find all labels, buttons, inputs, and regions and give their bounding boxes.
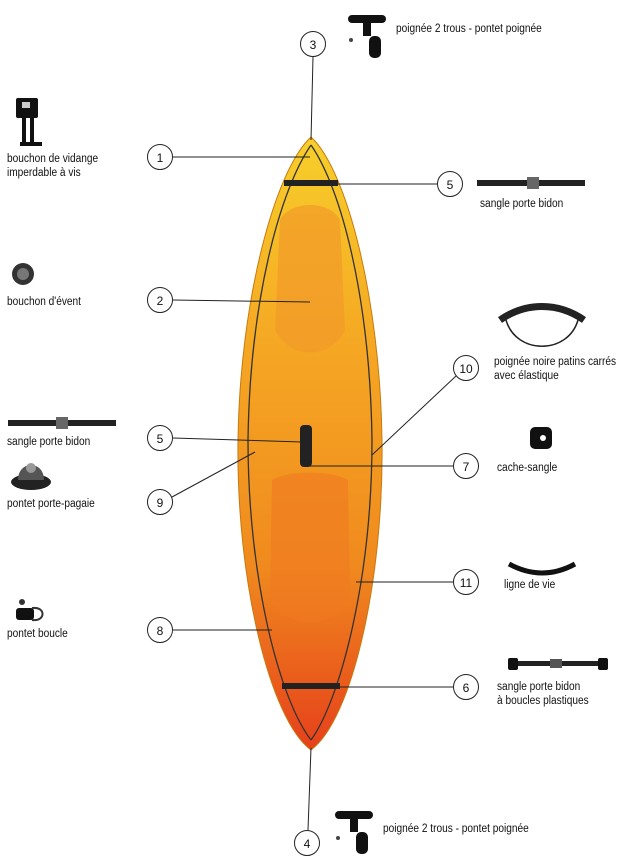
label-6-line1: sangle porte bidon — [497, 681, 581, 693]
label-10-line1: poignée noire patins carrés — [494, 356, 617, 368]
callout-10: 10 — [453, 355, 479, 381]
callout-1: 1 — [147, 144, 173, 170]
callout-5-left: 5 — [147, 425, 173, 451]
seat-front — [275, 205, 345, 353]
label-1-line2: imperdable à vis — [7, 167, 81, 179]
callout-8: 8 — [147, 617, 173, 643]
life-line-image — [507, 561, 577, 576]
paddle-holder-image — [11, 463, 51, 490]
strap-middle — [300, 425, 312, 467]
handle-two-holes-image — [348, 15, 386, 58]
strap-left-image — [8, 417, 116, 429]
loop-bridge-image — [16, 599, 44, 622]
black-handle-image — [498, 303, 586, 347]
strap-plastic-buckles-image — [508, 658, 608, 670]
label-8: pontet boucle — [7, 628, 68, 640]
label-7: cache-sangle — [497, 462, 558, 474]
strap-front — [284, 180, 338, 186]
strap-cover-image — [530, 427, 552, 449]
vent-plug-image — [12, 263, 34, 285]
label-11: ligne de vie — [504, 579, 556, 591]
seat-rear — [270, 472, 350, 623]
callout-11: 11 — [453, 569, 479, 595]
label-6-line2: à boucles plastiques — [497, 695, 589, 707]
drain-plug-image — [16, 98, 42, 146]
callout-4: 4 — [294, 830, 320, 856]
label-4: poignée 2 trous - pontet poignée — [383, 823, 529, 835]
callout-2: 2 — [147, 287, 173, 313]
strap-image — [477, 177, 585, 189]
callout-5-right: 5 — [437, 171, 463, 197]
label-5-right: sangle porte bidon — [480, 198, 564, 210]
strap-rear — [282, 683, 340, 689]
label-2: bouchon d'évent — [7, 296, 81, 308]
label-9: pontet porte-pagaie — [7, 498, 95, 510]
label-1-line1: bouchon de vidange — [7, 153, 99, 165]
callout-6: 6 — [453, 674, 479, 700]
handle-two-holes-bottom-image — [335, 811, 373, 854]
callout-3: 3 — [300, 31, 326, 57]
label-10-line2: avec élastique — [494, 370, 559, 382]
label-5-left: sangle porte bidon — [7, 436, 91, 448]
label-3: poignée 2 trous - pontet poignée — [396, 23, 542, 35]
callout-7: 7 — [453, 453, 479, 479]
callout-9: 9 — [147, 489, 173, 515]
